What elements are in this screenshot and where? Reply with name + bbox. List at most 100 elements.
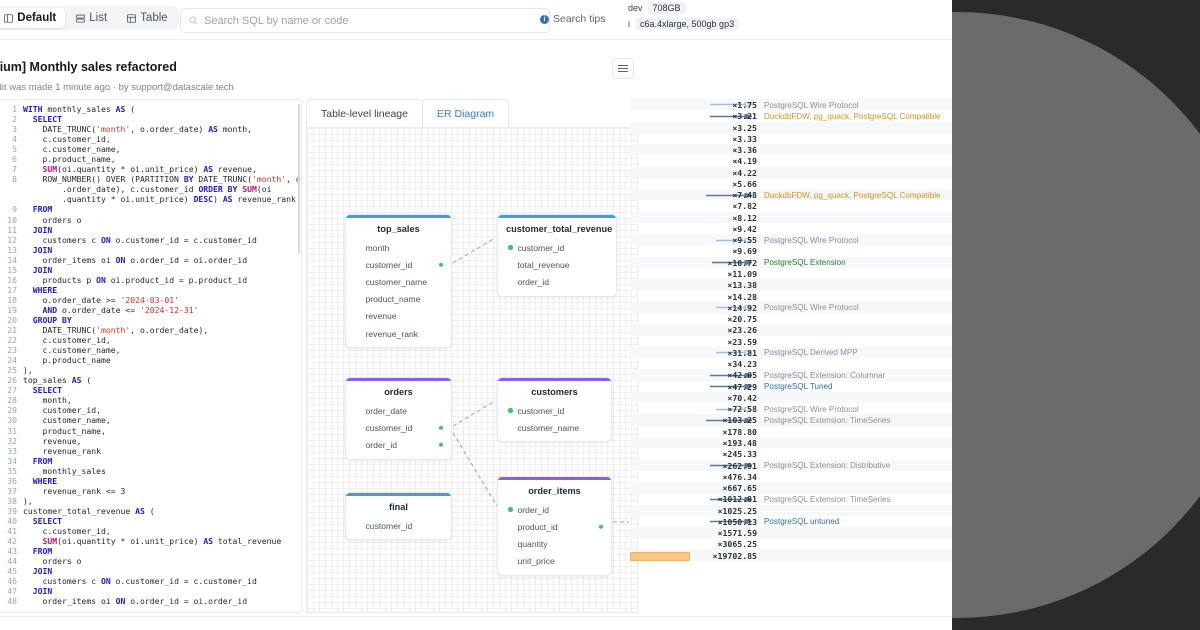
- benchmark-label: PostgreSQL untuned: [764, 517, 840, 527]
- code-line: c.customer_name,: [23, 345, 121, 356]
- code-line: product_name,: [23, 425, 106, 436]
- benchmark-row[interactable]: ×23.26: [630, 324, 952, 336]
- er-column[interactable]: order_id: [498, 501, 611, 518]
- benchmark-row[interactable]: ×3.33: [630, 133, 952, 144]
- benchmark-row[interactable]: ×7.82: [630, 200, 952, 211]
- benchmark-row[interactable]: ×193.48: [630, 436, 952, 449]
- er-column[interactable]: customer_id: [498, 402, 611, 419]
- benchmark-row[interactable]: ×3.25: [630, 121, 952, 133]
- benchmark-label: PostgreSQL Extension: [764, 258, 846, 268]
- er-column[interactable]: customer_id: [346, 517, 451, 534]
- er-column[interactable]: customer_id: [346, 419, 451, 436]
- benchmark-row[interactable]: ×5.66: [630, 178, 952, 189]
- benchmark-row[interactable]: ×9.69: [630, 245, 952, 256]
- er-column-label: product_id: [517, 521, 558, 532]
- code-line: JOIN: [32, 264, 53, 275]
- view-mode-list[interactable]: List: [67, 8, 116, 28]
- benchmark-row[interactable]: ×9.42: [630, 223, 952, 234]
- benchmark-row[interactable]: ×667.65: [630, 482, 952, 494]
- benchmark-row[interactable]: ×19702.85: [630, 549, 952, 562]
- er-column[interactable]: month: [346, 239, 451, 256]
- benchmark-value: ×23.59: [727, 336, 757, 347]
- benchmark-row[interactable]: ×245.33: [630, 448, 952, 459]
- er-column[interactable]: customer_name: [346, 273, 451, 290]
- view-mode-default[interactable]: Default: [0, 8, 66, 28]
- benchmark-row[interactable]: ×1025.25: [630, 504, 952, 516]
- er-column[interactable]: order_id: [346, 436, 451, 453]
- search-input[interactable]: Search SQL by name or code: [180, 8, 550, 33]
- sql-source[interactable]: WITH monthly_sales AS ( SELECT DATE_TRUN…: [23, 104, 301, 606]
- er-table-pad: [346, 534, 451, 539]
- er-column[interactable]: order_date: [346, 402, 451, 419]
- benchmark-row[interactable]: ×178.80: [630, 426, 952, 437]
- benchmark-row[interactable]: ×70.42: [630, 391, 952, 404]
- line-number: 42: [7, 536, 17, 547]
- tab-er-diagram[interactable]: ER Diagram: [421, 99, 510, 128]
- code-line: ROW_NUMBER() OVER (PARTITION BY DATE_TRU…: [23, 174, 301, 185]
- er-table-accent-bar: [346, 378, 451, 381]
- benchmark-row[interactable]: ×1571.59: [630, 527, 952, 539]
- er-column[interactable]: order_id: [498, 273, 616, 290]
- line-number: 3: [12, 124, 17, 135]
- benchmark-row[interactable]: ×4.22: [630, 166, 952, 178]
- er-column[interactable]: product_name: [346, 291, 451, 308]
- er-column[interactable]: customer_id: [346, 256, 451, 273]
- view-mode-table[interactable]: Table: [118, 8, 177, 28]
- benchmark-row[interactable]: ×3.36: [630, 144, 952, 156]
- row-stripe: [630, 504, 952, 516]
- benchmark-row[interactable]: ×3065.25: [630, 538, 952, 549]
- benchmark-row[interactable]: ×34.23: [630, 358, 952, 369]
- benchmark-row[interactable]: ×20.75: [630, 313, 952, 324]
- benchmark-row[interactable]: ×11.09: [630, 268, 952, 279]
- code-line: o.order_date >= '2024-03-01': [23, 294, 179, 305]
- er-column[interactable]: quantity: [498, 535, 611, 552]
- er-column[interactable]: revenue_rank: [346, 325, 451, 342]
- er-column[interactable]: product_id: [498, 518, 611, 535]
- benchmark-row[interactable]: ×23.59: [630, 336, 952, 347]
- er-column[interactable]: customer_id: [498, 239, 616, 256]
- er-column[interactable]: revenue: [346, 308, 451, 325]
- search-tips-button[interactable]: i Search tips: [540, 13, 606, 25]
- tab-table-level-lineage[interactable]: Table-level lineage: [306, 99, 423, 128]
- er-column[interactable]: customer_name: [498, 419, 611, 436]
- er-column[interactable]: total_revenue: [498, 256, 616, 273]
- row-stripe: [630, 279, 952, 291]
- benchmark-label: PostgreSQL Wire Protocol: [764, 303, 859, 313]
- view-mode-switch[interactable]: Default List Table: [0, 6, 179, 30]
- benchmark-row[interactable]: ×476.34: [630, 471, 952, 482]
- editor-scrollbar[interactable]: [298, 104, 300, 254]
- benchmark-row[interactable]: ×14.28: [630, 291, 952, 302]
- benchmark-row[interactable]: ×13.38: [630, 279, 952, 291]
- hamburger-menu-icon[interactable]: [612, 58, 634, 79]
- benchmark-row[interactable]: ×4.19: [630, 155, 952, 166]
- benchmark-value: ×23.26: [727, 325, 757, 336]
- er-table-name: top_sales: [377, 224, 420, 234]
- benchmark-row[interactable]: ×8.12: [630, 211, 952, 223]
- search-icon: [189, 16, 198, 25]
- er-column[interactable]: unit_price: [498, 553, 611, 570]
- er-column-label: customer_id: [365, 520, 413, 531]
